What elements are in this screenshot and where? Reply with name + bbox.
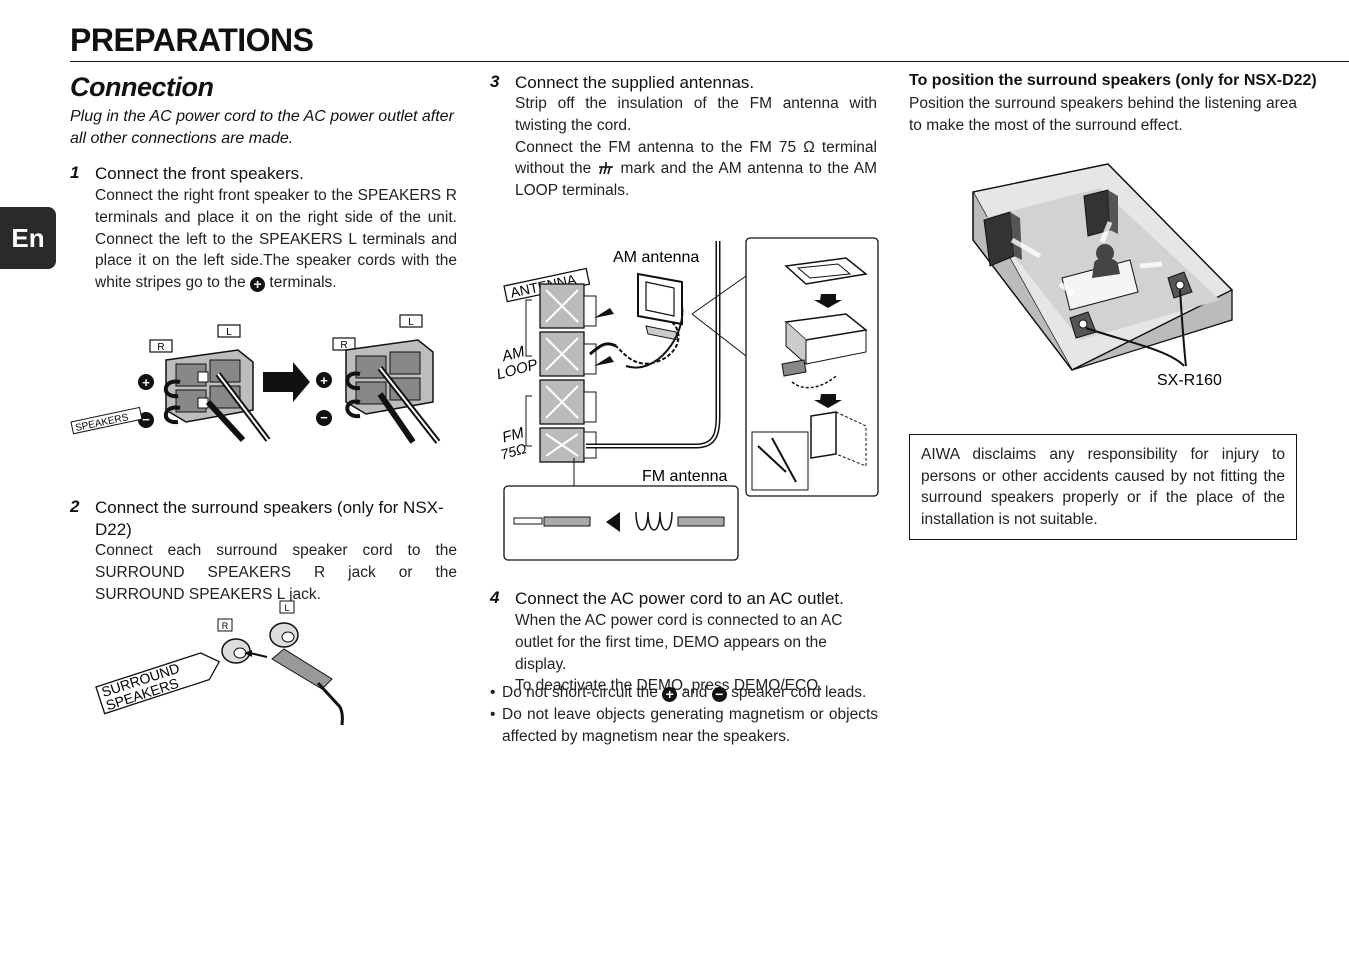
disclaimer-box: AIWA disclaims any responsibility for in… — [909, 434, 1297, 541]
list-item: Do not short-circuit the + and − speaker… — [490, 682, 878, 704]
svg-text:L: L — [408, 317, 414, 328]
step-1: 1 Connect the front speakers. Connect th… — [70, 163, 462, 303]
svg-text:−: − — [142, 412, 150, 427]
svg-text:−: − — [320, 410, 328, 425]
surround-jack-figure: SURROUND SPEAKERS L R — [95, 600, 344, 726]
minus-icon: − — [711, 687, 727, 702]
svg-text:+: + — [320, 373, 328, 388]
surround-position-text: Position the surround speakers behind th… — [909, 95, 1297, 134]
svg-text:75Ω: 75Ω — [499, 440, 529, 462]
svg-text:R: R — [222, 621, 229, 631]
page-title: PREPARATIONS — [70, 22, 314, 58]
speaker-terminal-block-left: L R + − SPEAKERS — [70, 324, 271, 443]
step-number: 1 — [70, 163, 80, 182]
antenna-terminal-block — [525, 283, 597, 463]
svg-text:R: R — [157, 342, 164, 353]
svg-text:+: + — [142, 375, 150, 390]
svg-text:L: L — [226, 327, 232, 338]
plus-icon: + — [250, 277, 266, 293]
title-divider — [70, 61, 1349, 62]
section-title: Connection — [70, 72, 214, 102]
antenna-connection-figure: ANTENNA AM LOOP FM 75Ω AM antenna FM ant… — [495, 237, 879, 561]
arrow-right-icon — [263, 362, 310, 402]
front-speaker-terminal-figure: L R + − SPEAKERS L R — [70, 314, 441, 444]
step-number: 3 — [490, 72, 500, 91]
svg-text:FM antenna: FM antenna — [642, 468, 727, 485]
step-2: 2 Connect the surround speakers (only fo… — [70, 497, 462, 603]
surround-room-figure: SX-R160 — [972, 163, 1234, 389]
caution-list: Do not short-circuit the + and − speaker… — [490, 682, 878, 748]
svg-text:FM: FM — [500, 424, 526, 446]
svg-text:AM antenna: AM antenna — [613, 249, 699, 266]
step-body: Strip off the insulation of the FM anten… — [515, 95, 877, 200]
step-3: 3 Connect the supplied antennas. Strip o… — [490, 72, 878, 202]
step-number: 2 — [70, 497, 80, 516]
plus-icon: + — [662, 687, 678, 702]
step-number: 4 — [490, 588, 500, 607]
svg-text:SX-R160: SX-R160 — [1157, 372, 1222, 389]
speaker-terminal-block-right: L R + − — [316, 314, 441, 444]
svg-text:AM: AM — [499, 343, 527, 366]
step-4: 4 Connect the AC power cord to an AC out… — [490, 588, 878, 694]
svg-text:R: R — [340, 340, 347, 351]
step-body: Connect the right front speaker to the S… — [95, 187, 457, 293]
antenna-ground-icon — [597, 160, 615, 175]
step-title: Connect the supplied antennas. — [515, 73, 755, 92]
svg-text:L: L — [284, 603, 289, 613]
step-title: Connect the surround speakers (only for … — [95, 498, 444, 539]
list-item: Do not leave objects generating magnetis… — [490, 704, 878, 748]
intro-text: Plug in the AC power cord to the AC powe… — [70, 108, 454, 147]
step-body: Connect each surround speaker cord to th… — [95, 542, 457, 603]
step-title: Connect the front speakers. — [95, 164, 304, 183]
svg-text:LOOP: LOOP — [495, 356, 540, 383]
surround-position-heading: To position the surround speakers (only … — [909, 72, 1317, 89]
language-tab: En — [0, 207, 56, 269]
step-title: Connect the AC power cord to an AC outle… — [515, 589, 844, 608]
